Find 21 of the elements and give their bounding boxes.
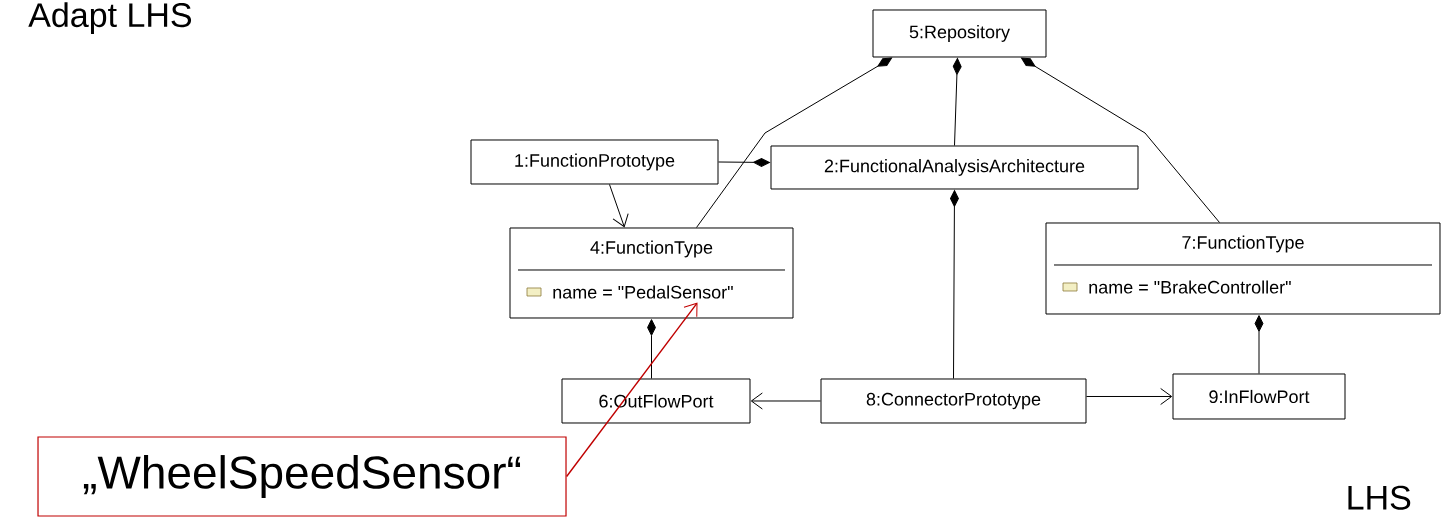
composition-line — [950, 190, 959, 379]
object-box: 5:Repository — [872, 9, 1047, 58]
composition-line — [1020, 57, 1220, 223]
composition-line — [1254, 315, 1264, 374]
object-box: 2:FunctionalAnalysisArchitecture — [770, 145, 1139, 190]
class-box: 7:FunctionType name = "BrakeController" — [1045, 222, 1441, 315]
corner-label: LHS — [1348, 485, 1411, 510]
arrow — [609, 184, 629, 228]
object-box: 9:InFlowPort — [1172, 373, 1346, 420]
callout-box: „WheelSpeedSensor“ — [37, 436, 567, 517]
title: Adapt LHS — [28, 2, 192, 34]
composition-line — [952, 58, 962, 146]
composition-line — [718, 157, 770, 167]
object-box: 1:FunctionPrototype — [470, 139, 719, 185]
class-box: 4:FunctionType name = "PedalSensor" — [509, 227, 794, 319]
leader-line — [565, 302, 698, 478]
arrow — [1086, 388, 1173, 405]
arrow — [750, 392, 821, 410]
composition-line — [696, 57, 893, 228]
composition-line — [647, 319, 656, 379]
object-box: 8:ConnectorPrototype — [820, 378, 1087, 424]
